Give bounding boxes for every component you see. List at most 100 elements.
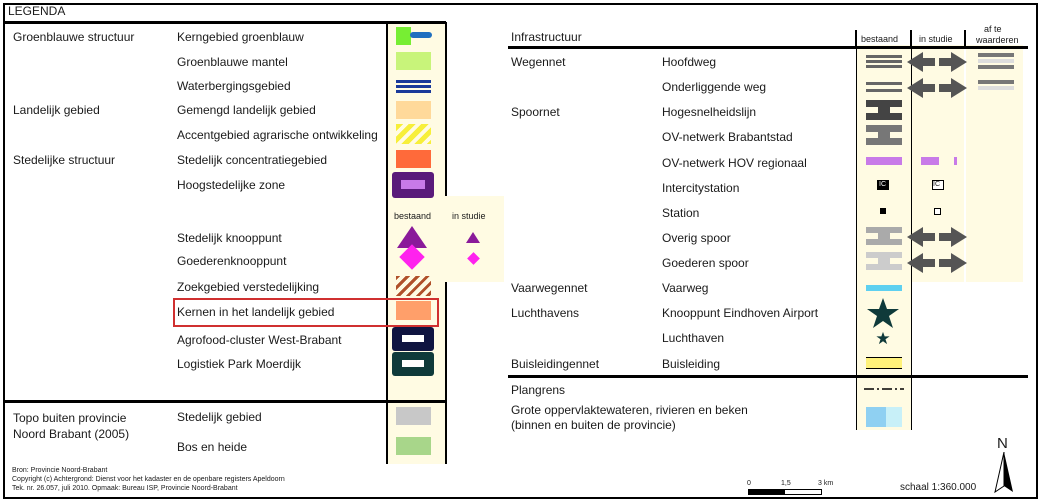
item-goederenspoor: Goederen spoor xyxy=(662,256,749,270)
header-waarderen: waarderen xyxy=(976,35,1019,45)
swatch-concentratie xyxy=(396,150,431,168)
left-col-bestaand: bestaand xyxy=(394,211,432,221)
item-eindhoven: Knooppunt Eindhoven Airport xyxy=(662,306,819,320)
left-top-rule xyxy=(5,21,446,24)
swatch-stedelijk-gebied xyxy=(396,407,431,425)
item-goederen: Goederenknooppunt xyxy=(177,254,287,268)
item-overig: Overig spoor xyxy=(662,231,731,245)
item-kernen: Kernen in het landelijk gebied xyxy=(177,305,335,319)
item-wateren-1: Grote oppervlaktewateren, rivieren en be… xyxy=(511,403,748,417)
swatch-bos xyxy=(396,437,431,455)
swatch-hsl-tie xyxy=(878,105,890,115)
swatch-ov-brabant-tie xyxy=(878,130,890,140)
scale-label-0: 0 xyxy=(747,480,751,487)
swatch-kerngebied xyxy=(396,27,411,45)
cat-landelijk: Landelijk gebied xyxy=(13,103,100,117)
item-logistiek: Logistiek Park Moerdijk xyxy=(177,357,302,371)
item-luchthaven: Luchthaven xyxy=(662,331,725,345)
item-hsl: Hogesnelheidslijn xyxy=(662,105,757,119)
item-mantel: Groenblauwe mantel xyxy=(177,55,288,69)
north-label: N xyxy=(997,435,1008,452)
item-concentratie: Stedelijk concentratiegebied xyxy=(177,153,328,167)
cat-buisleidingen: Buisleidingennet xyxy=(511,357,600,371)
swatch-ov-hov-studie-dash xyxy=(954,157,957,165)
header-infra: Infrastructuur xyxy=(511,30,582,44)
header-af: af te xyxy=(984,24,1002,34)
item-waterberging: Waterbergingsgebied xyxy=(177,79,291,93)
item-bos: Bos en heide xyxy=(177,440,248,454)
swatch-kernen xyxy=(396,301,431,320)
header-studie: in studie xyxy=(919,34,953,44)
item-stedelijk-gebied: Stedelijk gebied xyxy=(177,410,262,424)
swatch-waterberging xyxy=(396,80,431,83)
item-vaarweg: Vaarweg xyxy=(662,281,709,295)
swatch-agrofood-inner xyxy=(402,335,424,342)
swatch-onderliggende xyxy=(866,82,902,85)
item-station: Station xyxy=(662,206,700,220)
item-intercity: Intercitystation xyxy=(662,181,740,195)
swatch-intercity-studie xyxy=(932,180,944,190)
double-arrow-rail-icon xyxy=(907,227,967,273)
footer-tek: Tek. nr. 26.057, juli 2010. Opmaak: Bure… xyxy=(12,485,238,492)
plangrens-line-icon xyxy=(864,388,904,390)
header-bestaand: bestaand xyxy=(861,34,899,44)
swatch-hoofdweg xyxy=(866,55,902,58)
swatch-accent xyxy=(396,124,431,144)
item-gemengd: Gemengd landelijk gebied xyxy=(177,103,316,117)
highlight-box xyxy=(173,298,439,327)
swatch-gemengd xyxy=(396,101,431,119)
swatch-ov-hov xyxy=(866,157,902,165)
swatch-overig-tie xyxy=(878,231,890,241)
right-af-column xyxy=(966,45,1023,282)
swatch-logistiek-inner xyxy=(402,360,424,367)
cat-stedelijk: Stedelijke structuur xyxy=(13,153,116,167)
legend-title: LEGENDA xyxy=(8,4,66,18)
item-agrofood: Agrofood-cluster West-Brabant xyxy=(177,333,342,347)
swatch-hoogstedelijk-inner xyxy=(401,180,425,189)
swatch-wateren xyxy=(866,407,886,427)
scale-bar xyxy=(748,489,822,495)
swatch-station-studie xyxy=(934,208,941,215)
cat-spoornet: Spoornet xyxy=(511,105,560,119)
item-buisleiding: Buisleiding xyxy=(662,357,721,371)
legend-frame xyxy=(3,3,1038,499)
left-col-studie: in studie xyxy=(452,211,486,221)
item-onderliggende: Onderliggende weg xyxy=(662,80,767,94)
footer-copyright: Copyright (c) Achtergrond: Dienst voor h… xyxy=(12,476,285,483)
item-hoofdweg: Hoofdweg xyxy=(662,55,717,69)
right-grid-v1 xyxy=(910,30,912,48)
item-kerngebied: Kerngebied groenblauw xyxy=(177,30,304,44)
cat-topo: Topo buiten provincie Noord Brabant (200… xyxy=(13,411,130,441)
item-plangrens: Plangrens xyxy=(511,383,566,397)
swatch-knooppunt-studie-triangle xyxy=(466,232,480,243)
airport-star-icon xyxy=(867,298,899,328)
right-grid-v2 xyxy=(964,30,966,48)
swatch-intercity xyxy=(877,180,889,190)
swatch-station xyxy=(880,208,886,214)
airport-small-star-icon xyxy=(876,331,890,345)
footer-bron: Bron: Provincie Noord-Brabant xyxy=(12,467,108,474)
right-grid-v3 xyxy=(855,30,857,48)
item-zoekgebied: Zoekgebied verstedelijking xyxy=(177,280,320,294)
swatch-af-onderliggende xyxy=(978,80,1014,84)
cat-wegennet: Wegennet xyxy=(511,55,566,69)
cat-vaarwegennet: Vaarwegennet xyxy=(511,281,588,295)
swatch-goederenspoor-tie xyxy=(878,256,890,266)
left-mid-rule xyxy=(5,400,446,403)
item-accent: Accentgebied agrarische ontwikkeling xyxy=(177,128,378,142)
swatch-ov-hov-studie xyxy=(921,157,939,165)
cat-luchthavens: Luchthavens xyxy=(511,306,580,320)
item-hoogstedelijk: Hoogstedelijke zone xyxy=(177,178,286,192)
intercity-label: IC xyxy=(879,181,886,188)
item-ov-brabant: OV-netwerk Brabantstad xyxy=(662,130,793,144)
double-arrow-icon xyxy=(907,52,967,98)
scale-ratio: schaal 1:360.000 xyxy=(900,482,977,493)
item-ov-hov: OV-netwerk HOV regionaal xyxy=(662,156,807,170)
scale-label-15: 1,5 xyxy=(781,480,791,487)
swatch-af-hoofdweg xyxy=(978,53,1014,57)
item-wateren-2: (binnen en buiten de provincie) xyxy=(511,418,676,432)
swatch-vaarweg xyxy=(866,285,902,291)
cat-groenblauw: Groenblauwe structuur xyxy=(13,30,135,44)
scale-label-3: 3 km xyxy=(818,480,834,487)
